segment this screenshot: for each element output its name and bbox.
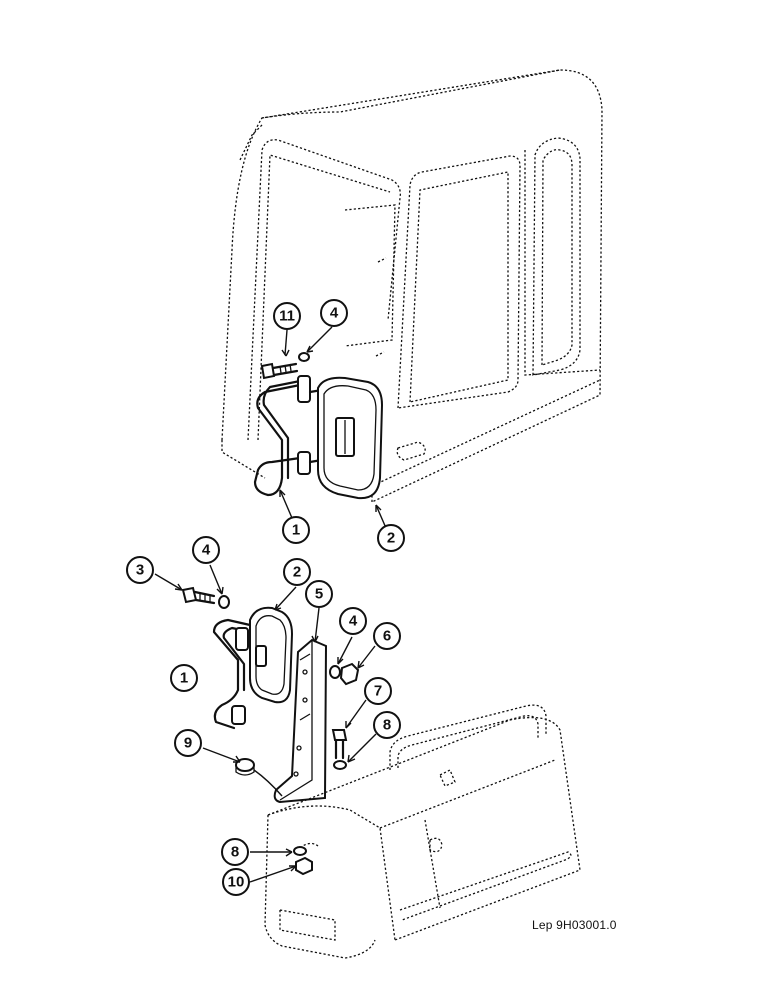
svg-text:2: 2 [387, 530, 395, 547]
svg-text:1: 1 [292, 522, 300, 539]
callout-mid-3: 3 [126, 556, 154, 584]
top-bolt [260, 352, 310, 380]
svg-text:4: 4 [330, 305, 339, 322]
svg-text:1: 1 [180, 670, 188, 687]
svg-text:9: 9 [184, 735, 192, 752]
top-mirror-head [317, 376, 384, 500]
callout-mid-9: 9 [174, 729, 202, 757]
svg-text:4: 4 [349, 613, 358, 630]
callout-top-1: 1 [282, 516, 310, 544]
callout-mid-8: 8 [373, 711, 401, 739]
mid-mirror-head [249, 606, 294, 704]
svg-text:10: 10 [228, 874, 245, 891]
svg-text:8: 8 [383, 717, 391, 734]
svg-text:6: 6 [383, 628, 391, 645]
callout-low-8: 8 [221, 838, 249, 866]
callout-mid-4b: 4 [339, 607, 367, 635]
callout-top-2: 2 [377, 524, 405, 552]
callout-mid-5: 5 [305, 580, 333, 608]
callout-mid-6: 6 [373, 622, 401, 650]
cab-outline [221, 69, 603, 503]
mid-washer-nut [329, 662, 360, 686]
storage-box [264, 704, 581, 959]
svg-text:7: 7 [374, 683, 382, 700]
callout-mid-4a: 4 [192, 536, 220, 564]
mid-mirror-arm [212, 618, 254, 730]
svg-text:3: 3 [136, 562, 144, 579]
svg-text:2: 2 [293, 564, 301, 581]
mid-bolt-lower [331, 729, 348, 770]
callout-low-10: 10 [222, 868, 250, 896]
callout-mid-2: 2 [283, 558, 311, 586]
top-mirror-arm [253, 375, 324, 497]
mid-rubber-pad [235, 758, 255, 776]
mid-bolt [181, 586, 230, 609]
svg-text:4: 4 [202, 542, 211, 559]
callout-mid-1: 1 [170, 664, 198, 692]
svg-text:5: 5 [315, 586, 323, 603]
callout-top-4: 4 [320, 299, 348, 327]
svg-text:11: 11 [279, 308, 295, 325]
callout-mid-7: 7 [364, 677, 392, 705]
svg-text:8: 8 [231, 844, 239, 861]
box-washer-nut [293, 846, 313, 876]
mid-bracket [273, 638, 328, 804]
leader-lines [154, 326, 390, 883]
callout-top-11: 11 [273, 302, 301, 330]
reference-code: Lep 9H03001.0 [532, 918, 617, 932]
